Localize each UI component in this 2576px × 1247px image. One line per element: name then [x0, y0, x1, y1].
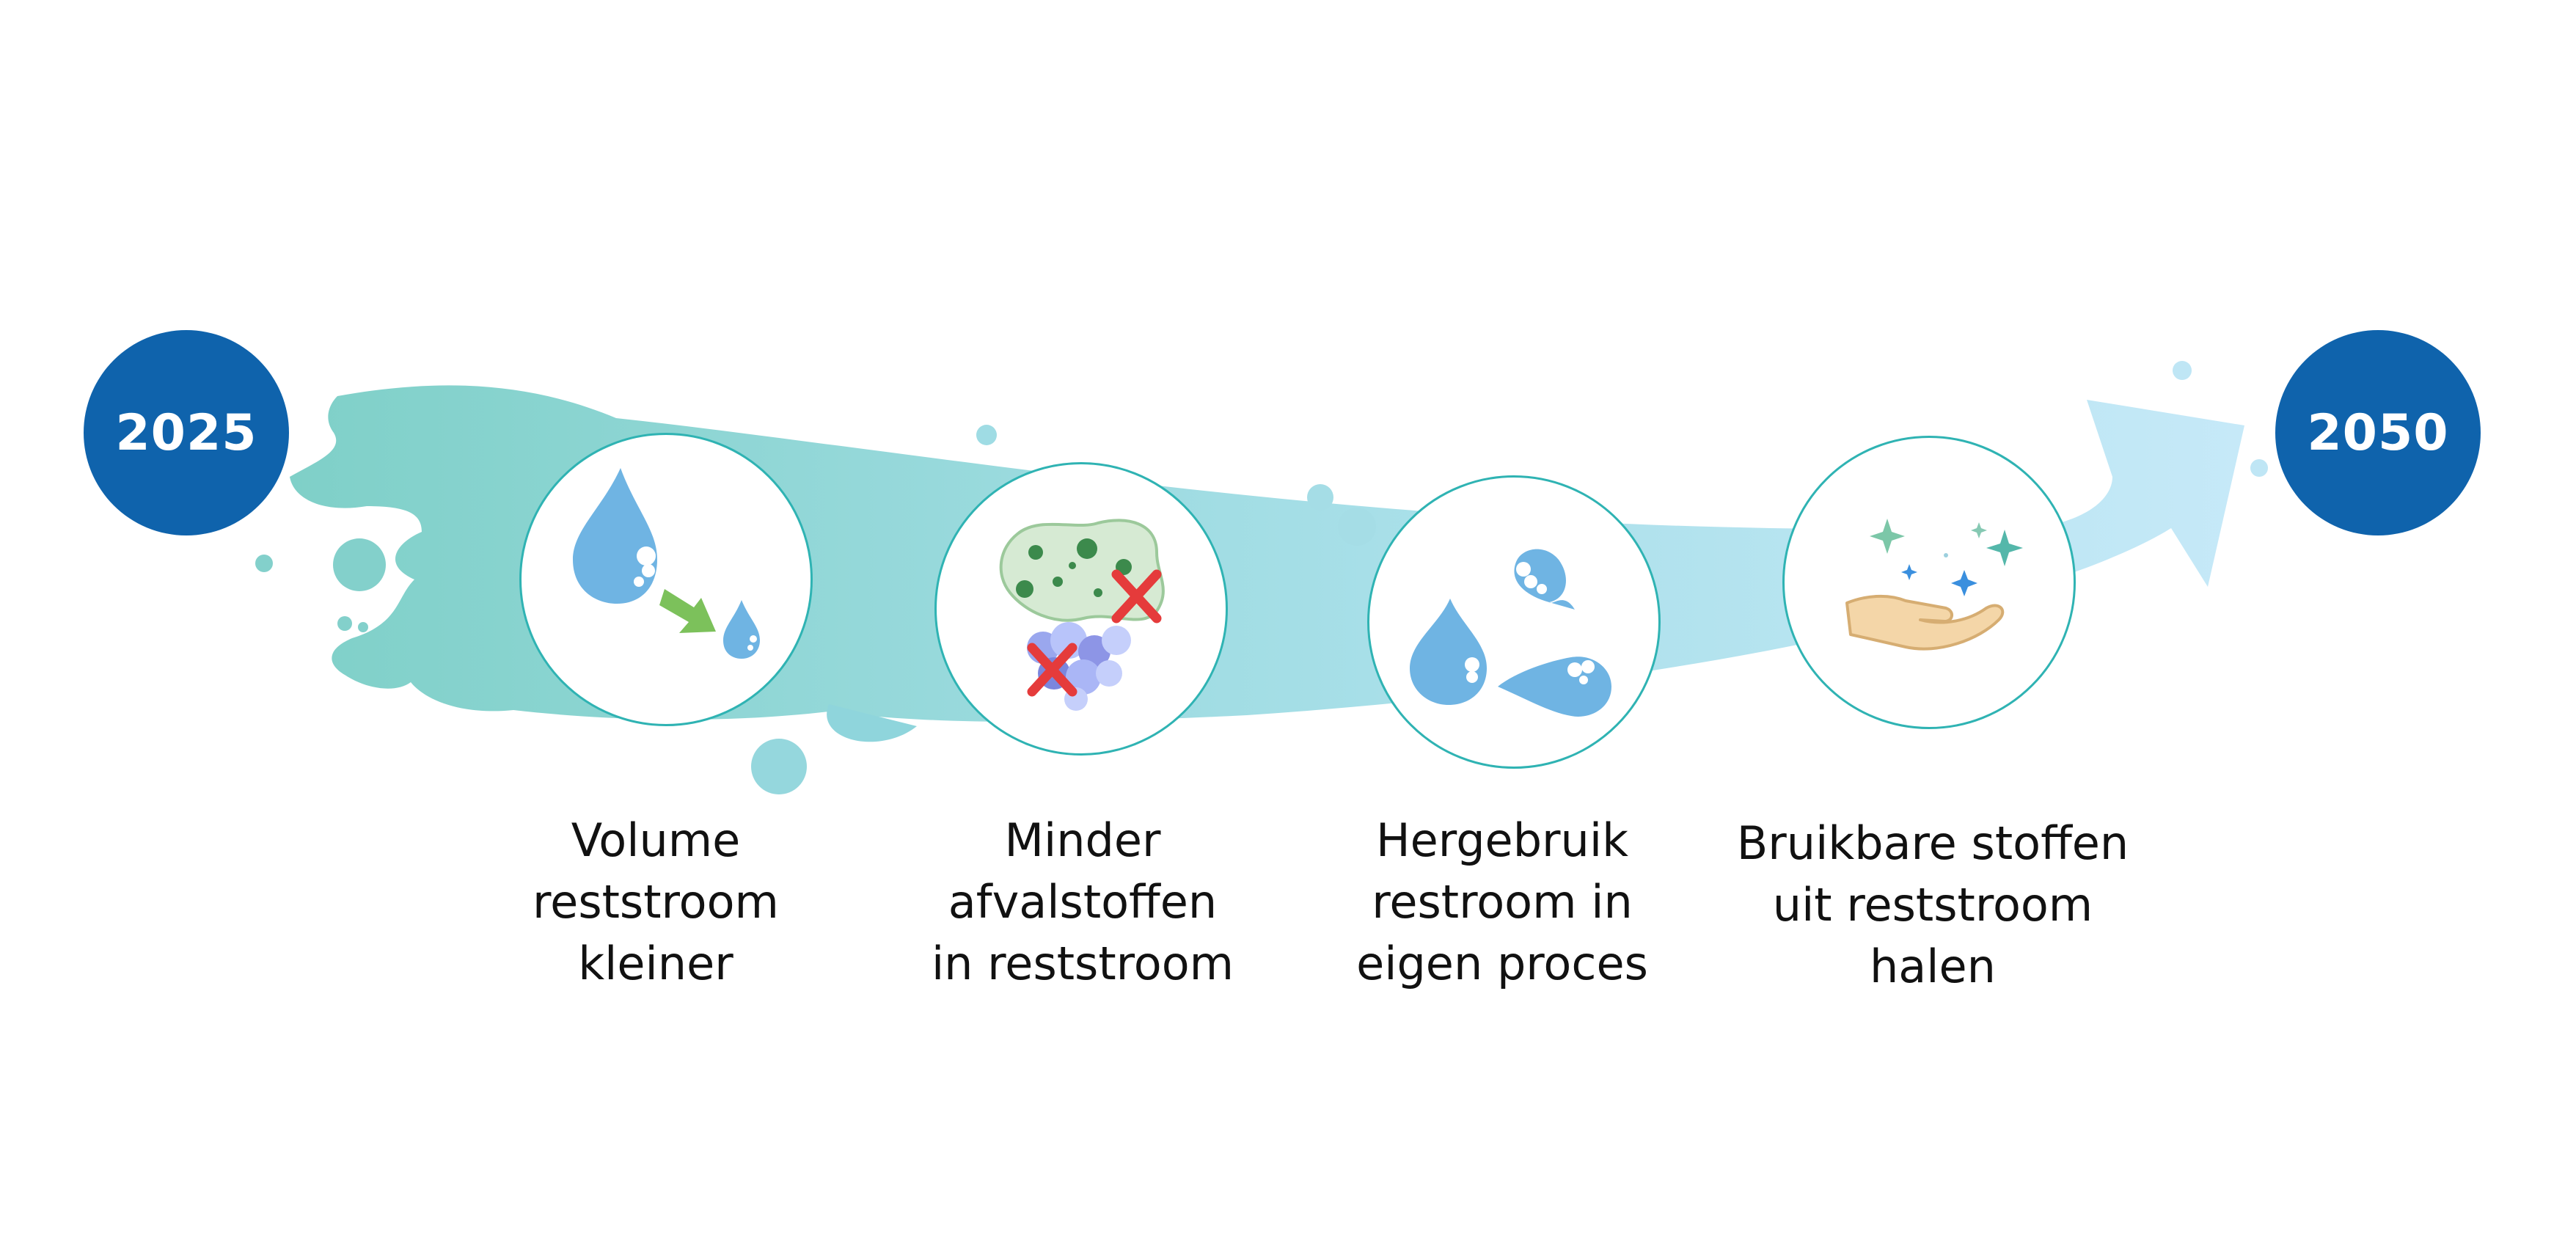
step-1-label: Volume reststroom kleiner [487, 810, 824, 995]
step-1-line-1: Volume [571, 813, 741, 867]
step-1-line-2: reststroom [533, 875, 779, 929]
step-3-label: Hergebruik restroom in eigen proces [1333, 810, 1671, 995]
step-3-circle [1367, 475, 1661, 769]
step-1-line-3: kleiner [578, 937, 733, 990]
step-4-label: Bruikbare stoffen uit reststroom halen [1727, 813, 2138, 998]
drop-shrink-icon [573, 468, 760, 659]
bacteria-removed-icon [999, 519, 1165, 711]
step-4-line-2: uit reststroom [1772, 878, 2093, 932]
step-2-line-1: Minder [1004, 813, 1161, 867]
start-year-label: 2025 [115, 403, 257, 462]
step-4-line-3: halen [1870, 940, 1996, 993]
hand-sparkles-icon [1845, 519, 2023, 651]
step-2-label: Minder afvalstoffen in reststroom [914, 810, 1251, 995]
step-3-line-1: Hergebruik [1376, 813, 1628, 867]
drops-cycle-icon [1410, 549, 1611, 717]
step-4-line-1: Bruikbare stoffen [1736, 816, 2129, 870]
step-2-line-2: afvalstoffen [948, 875, 1218, 929]
start-year-badge: 2025 [84, 330, 289, 535]
step-1-circle [519, 433, 813, 726]
step-2-circle [934, 462, 1228, 756]
end-year-badge: 2050 [2275, 330, 2481, 535]
step-3-line-3: eigen proces [1356, 937, 1648, 990]
step-3-line-2: restroom in [1372, 875, 1633, 929]
end-year-label: 2050 [2307, 403, 2449, 462]
step-2-line-3: in reststroom [931, 937, 1234, 990]
step-4-circle [1782, 436, 2076, 729]
